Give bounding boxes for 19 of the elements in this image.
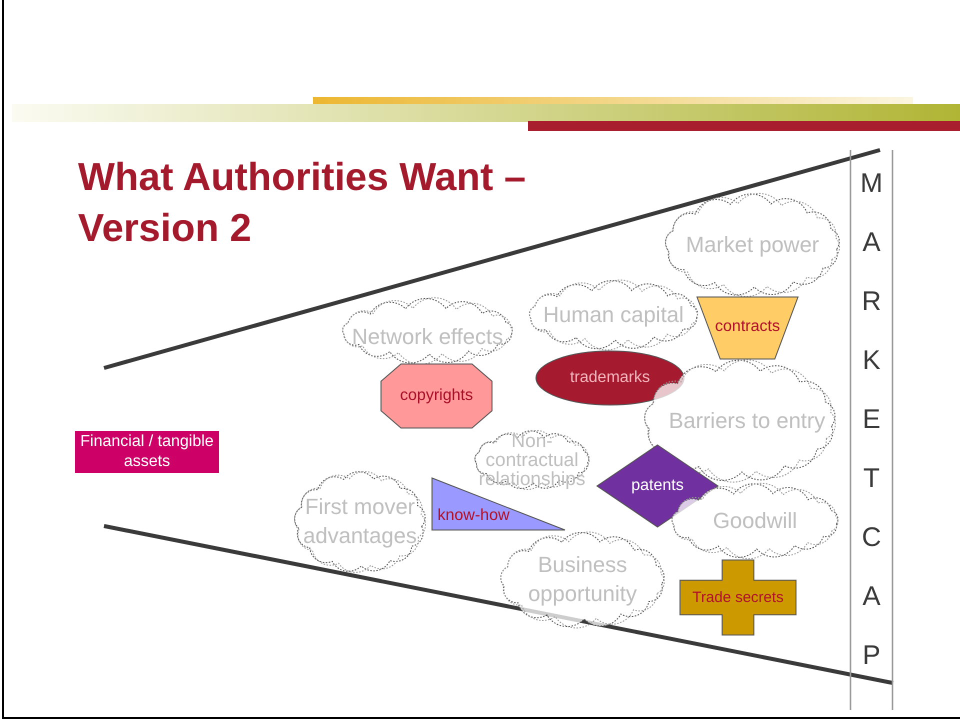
shape-label: MARKET CAP xyxy=(859,167,884,672)
octagon-shape xyxy=(381,364,492,428)
cross-shape xyxy=(680,560,796,635)
cloud-label: Business opportunity xyxy=(527,551,638,608)
cloud-label: Goodwill xyxy=(712,506,798,535)
vertical-bar xyxy=(850,150,893,710)
shape-label: copyrights xyxy=(400,386,473,406)
shape-label: patents xyxy=(631,476,684,496)
cloud-label: Market power xyxy=(686,230,820,259)
shape-label: trademarks xyxy=(570,368,650,388)
slide-title: What Authorities Want – Version 2 xyxy=(78,155,527,252)
cloud-label: First mover advantages xyxy=(302,493,418,550)
cloud-label: Barriers to entry xyxy=(668,406,826,435)
shape-label: Trade secrets xyxy=(692,588,784,608)
shape-label: contracts xyxy=(715,316,780,337)
cloud-label: Network effects xyxy=(352,322,504,351)
shape-label: know-how xyxy=(437,506,510,526)
cloud-label: Human capital xyxy=(543,300,684,329)
shape-label: Financial / tangible assets xyxy=(79,432,215,472)
